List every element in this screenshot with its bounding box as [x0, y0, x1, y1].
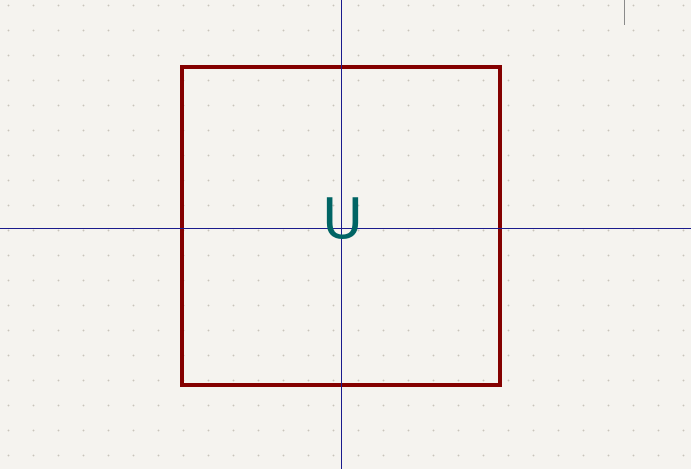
- crosshair-horizontal: [0, 228, 691, 229]
- crosshair-vertical: [341, 0, 342, 469]
- edge-marker: [624, 0, 625, 25]
- symbol-reference-label[interactable]: U: [322, 187, 363, 252]
